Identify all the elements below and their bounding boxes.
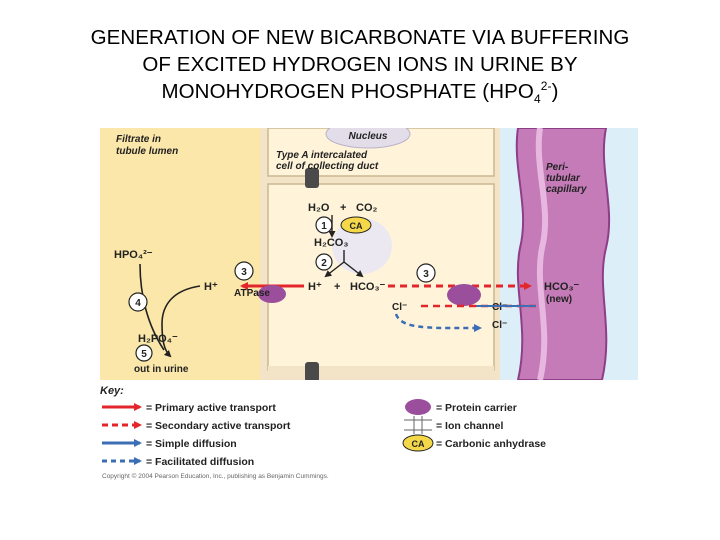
capillary-label-2: tubular [546,173,581,184]
step-4-marker [128,292,148,312]
step-5-marker [135,344,153,362]
plus-sign-2: + [334,281,340,293]
key-facilitated-label: = Facilitated diffusion [146,456,254,468]
key-channel-label: = Ion channel [436,420,503,432]
h-plus-cell: H⁺ [308,281,322,293]
ion-channel-bottom [305,362,319,382]
key-anhydrase-label: = Carbonic anhydrase [436,438,546,450]
split-arrow-left [324,261,345,278]
h2po4-label: H₂PO₄⁻ [138,333,178,345]
key-ca-swatch [402,434,434,452]
diagram-svg: Nucleus Filtrate in tubule lumen Type A … [100,128,638,484]
plus-sign-1: + [340,202,346,214]
cell-label-2: cell of collecting duct [276,161,379,172]
step-5-number: 5 [141,349,147,360]
title-line-3: MONOHYDROGEN PHOSPHATE (HPO42-) [0,78,720,105]
ion-channel-top [305,168,319,188]
key-protein-label: = Protein carrier [436,402,517,414]
slide-title: GENERATION OF NEW BICARBONATE VIA BUFFER… [0,24,720,105]
co2-label: CO₂ [356,202,378,214]
step-3-right-marker [416,263,436,283]
out-in-urine-label: out in urine [134,364,189,375]
chloride-facilitated-arrow [394,313,482,332]
cl-cell-label: Cl⁻ [392,302,407,313]
hpo4-label: HPO₄²⁻ [114,249,153,261]
h2co3-label: H₂CO₃ [314,237,348,249]
step-2-number: 2 [321,258,327,269]
carbonic-anhydrase-marker [340,216,372,234]
filtrate-label-2: tubule lumen [116,146,178,157]
h-plus-lumen: H⁺ [204,281,218,293]
step-1-number: 1 [321,221,327,232]
cell-label-1: Type A intercalated [276,150,368,161]
key-simple-label: = Simple diffusion [146,438,237,450]
filtrate-label-1: Filtrate in [116,134,161,145]
step-2-marker [315,253,333,271]
capillary-label-1: Peri- [546,162,569,173]
capillary-highlight [535,128,549,381]
new-label: (new) [546,294,572,305]
key-background [100,380,638,484]
key-protein-swatch [405,399,431,415]
title-line-3-text: MONOHYDROGEN PHOSPHATE (HPO [161,80,534,103]
key-ca-text: CA [412,439,425,449]
h2o-label: H₂O [308,202,330,214]
capillary-label-3: capillary [546,184,587,195]
hco3-new-label: HCO₃⁻ [544,281,580,293]
title-superscript: 2- [540,79,552,94]
key-primary-label: = Primary active transport [146,402,276,414]
cytoplasm-spot [332,218,392,274]
title-close-paren: ) [551,80,559,103]
atpase-label: ATPase [234,288,270,299]
step-3-left-marker [234,261,254,281]
cl-capillary-label: Cl⁻ [492,302,507,313]
title-line-1: GENERATION OF NEW BICARBONATE VIA BUFFER… [90,26,630,49]
buffer-arrow-h [161,285,201,358]
key-heading: Key: [100,385,124,397]
nucleus [325,128,411,149]
tubule-lumen-region [100,128,260,380]
lower-cell-edge [268,366,494,384]
step-3-right-number: 3 [423,269,429,280]
intercalated-cell [267,183,495,371]
copyright: Copyright © 2004 Pearson Education, Inc.… [102,472,329,480]
hco3-cell: HCO₃⁻ [350,281,386,293]
ca-label: CA [350,221,363,231]
step-3-left-number: 3 [241,267,247,278]
key-secondary-label: = Secondary active transport [146,420,291,432]
atpase-pump [258,285,286,303]
title-line-2: OF EXCITED HYDROGEN IONS IN URINE BY [142,53,578,76]
buffer-arrow-hpo4 [139,263,165,351]
bicarbonate-diagram: Nucleus Filtrate in tubule lumen Type A … [100,128,638,484]
exchange-carrier [447,284,481,306]
cl-capillary-label-2: Cl⁻ [492,320,507,331]
nucleus-label: Nucleus [349,131,388,142]
split-arrow-right [343,261,364,278]
step-4-number: 4 [135,298,141,309]
title-subscript: 4 [533,92,541,107]
